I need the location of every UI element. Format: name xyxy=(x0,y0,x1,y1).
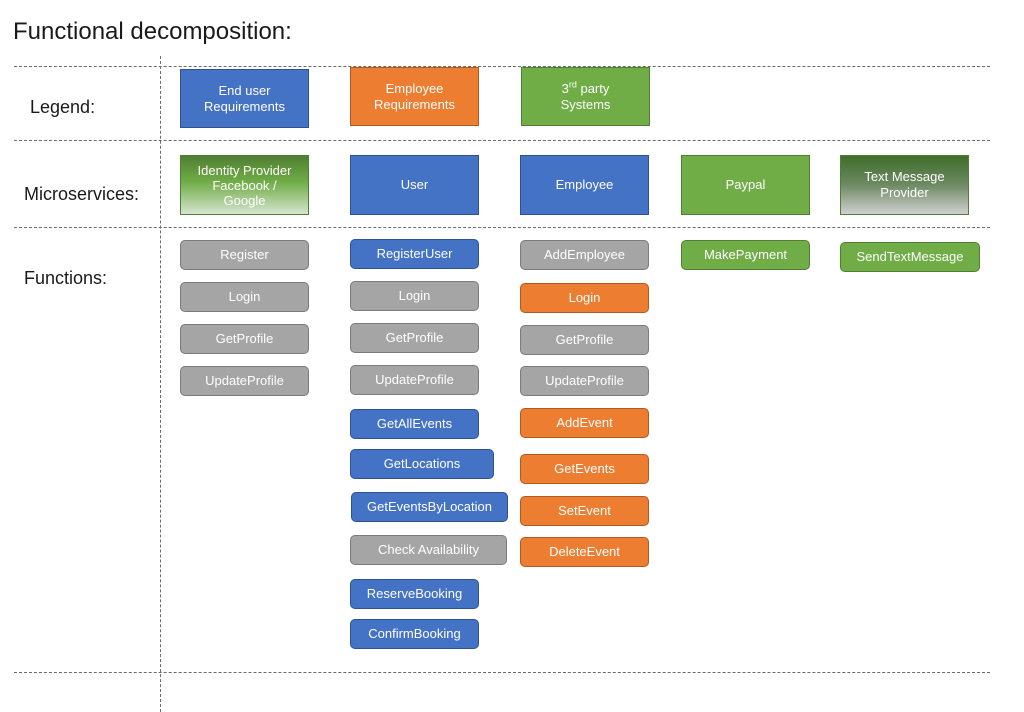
separator-bottom xyxy=(14,672,990,673)
legend-third-party-line1: party xyxy=(576,80,610,96)
function-get-locations: GetLocations xyxy=(350,449,494,479)
microservice-employee: Employee xyxy=(520,155,649,215)
function-send-text-message: SendTextMessage xyxy=(840,242,980,272)
function-make-payment: MakePayment xyxy=(681,240,810,270)
function-get-profile: GetProfile xyxy=(180,324,309,354)
function-login: Login xyxy=(520,283,649,313)
row-label-functions: Functions: xyxy=(24,268,108,288)
separator-microservices xyxy=(14,227,990,228)
legend-end-user-line1: End user xyxy=(218,82,271,98)
legend-third-party-prefix: 3 xyxy=(561,80,569,96)
function-update-profile: UpdateProfile xyxy=(350,365,479,395)
microservice-identity-provider: Identity Provider Facebook / Google xyxy=(180,155,309,215)
separator-legend xyxy=(14,140,990,141)
function-set-event: SetEvent xyxy=(520,496,649,526)
microservice-user: User xyxy=(350,155,479,215)
microservice-paypal: Paypal xyxy=(681,155,810,215)
function-update-profile: UpdateProfile xyxy=(520,366,649,396)
function-get-profile: GetProfile xyxy=(520,325,649,355)
function-delete-event: DeleteEvent xyxy=(520,537,649,567)
function-register: Register xyxy=(180,240,309,270)
separator-top xyxy=(14,66,990,67)
function-get-all-events: GetAllEvents xyxy=(350,409,479,439)
function-login: Login xyxy=(180,282,309,312)
legend-end-user-line2: Requirements xyxy=(204,98,285,114)
row-label-microservices: Microservices: xyxy=(24,184,140,204)
diagram-title: Functional decomposition: xyxy=(13,18,292,45)
row-label-legend: Legend: xyxy=(30,97,96,117)
function-get-events-by-location: GetEventsByLocation xyxy=(351,492,508,522)
function-reserve-booking: ReserveBooking xyxy=(350,579,479,609)
function-confirm-booking: ConfirmBooking xyxy=(350,619,479,649)
legend-employee-line1: Employee xyxy=(385,80,444,96)
function-get-profile: GetProfile xyxy=(350,323,479,353)
legend-third-party-sup: rd xyxy=(568,79,577,90)
legend-employee-line2: Requirements xyxy=(374,96,455,112)
function-get-events: GetEvents xyxy=(520,454,649,484)
function-add-event: AddEvent xyxy=(520,408,649,438)
separator-vertical xyxy=(160,56,161,712)
function-update-profile: UpdateProfile xyxy=(180,366,309,396)
function-add-employee: AddEmployee xyxy=(520,240,649,270)
function-check-availability: Check Availability xyxy=(350,535,507,565)
microservice-text-message-provider: Text Message Provider xyxy=(840,155,969,215)
function-register-user: RegisterUser xyxy=(350,239,479,269)
legend-third-party-line2: Systems xyxy=(560,96,611,112)
function-login: Login xyxy=(350,281,479,311)
